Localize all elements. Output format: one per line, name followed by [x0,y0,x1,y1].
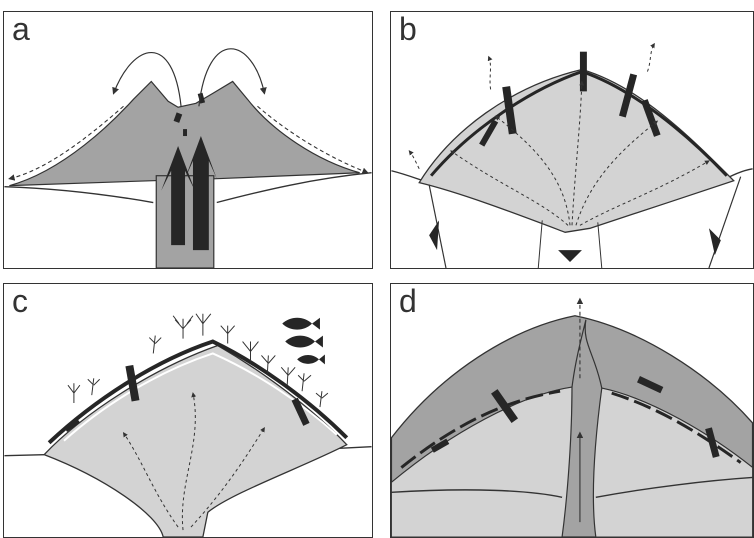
panel-c: c [3,283,373,538]
panel-b: b [390,11,754,269]
fault-arrow [429,220,439,250]
fault-arrow [709,228,721,255]
panel-label: b [399,11,417,48]
panel-label: a [12,11,30,48]
edifice [44,346,347,537]
panel-d-diagram [391,284,753,537]
panel-label: d [399,283,417,320]
subsidence-arrow [558,250,582,262]
panel-label: c [12,283,28,320]
panel-b-diagram [391,12,753,268]
dyke [580,52,587,92]
panel-d: d [390,283,754,538]
fault-center-right [598,222,602,268]
edifice [419,70,734,233]
fault-right [709,177,741,268]
panel-c-diagram [4,284,372,537]
vent-plume [647,44,654,72]
vent-plume [489,57,491,90]
panel-a: a [3,11,373,269]
fish-icon [282,318,325,365]
fault-center-left [538,220,542,268]
block [183,129,187,136]
panel-a-diagram [4,12,372,268]
vent-plume [409,151,419,169]
